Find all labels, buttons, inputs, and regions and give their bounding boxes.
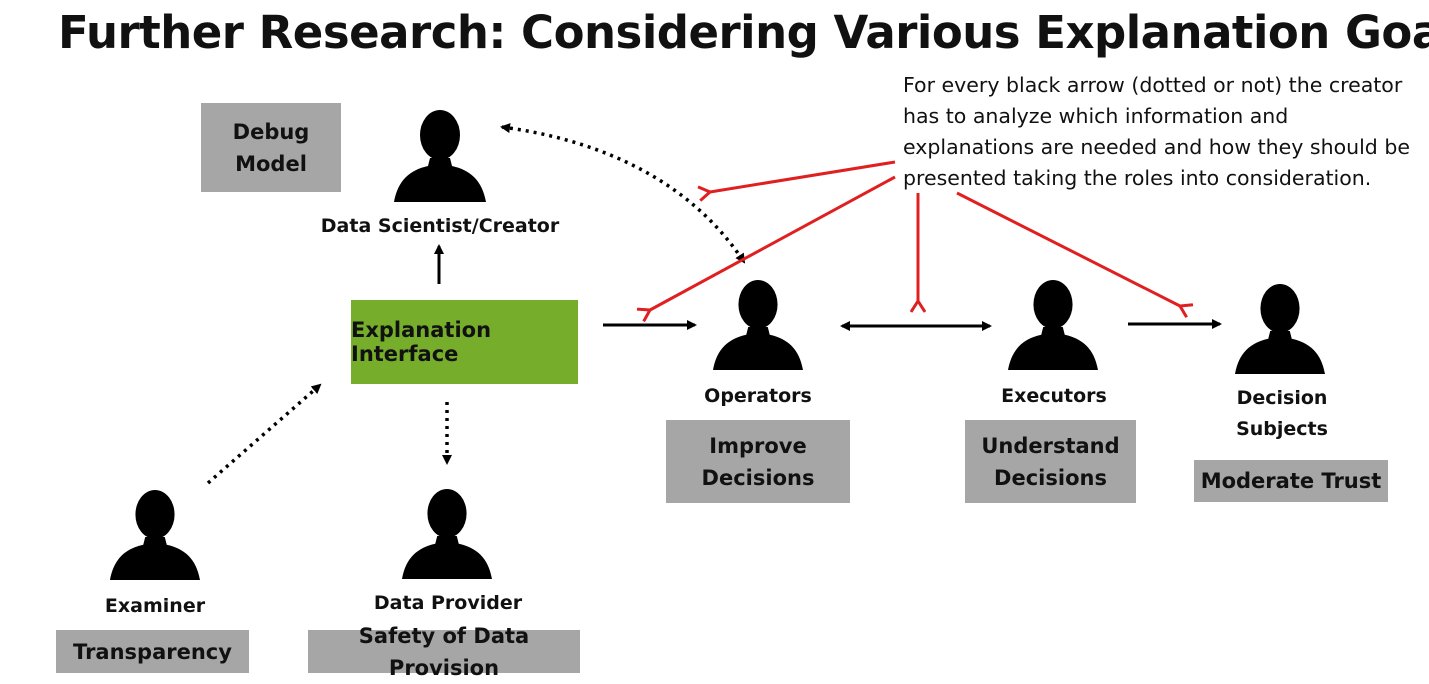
- dotted-arrow-scientist-operators: [500, 123, 746, 264]
- explanation-interface-box: Explanation Interface: [351, 300, 578, 384]
- person-silhouette-icon: [110, 490, 200, 580]
- annotation-note: For every black arrow (dotted or not) th…: [903, 73, 1410, 190]
- goal-understand-line2: Decisions: [994, 465, 1107, 490]
- role-operators-label: Operators: [704, 385, 812, 407]
- red-arrow-to-interface-operators: [650, 175, 896, 310]
- goal-improve-decisions: Improve Decisions: [666, 420, 850, 503]
- role-data-provider-label: Data Provider: [373, 592, 523, 614]
- goal-improve-line2: Decisions: [701, 465, 815, 490]
- goal-understand-line1: Understand: [981, 433, 1120, 458]
- goal-understand-decisions: Understand Decisions: [965, 420, 1136, 503]
- goal-debug-model: Debug Model: [201, 103, 341, 192]
- goal-debug-line1: Debug: [232, 119, 310, 144]
- person-silhouette-icon: [1008, 280, 1098, 370]
- goal-safety-data-provision: Safety of Data Provision: [308, 624, 580, 680]
- dotted-arrow-examiner-to-interface: [206, 383, 322, 485]
- role-executors-label: Executors: [1001, 385, 1107, 407]
- goal-moderate-trust: Moderate Trust: [1194, 460, 1388, 502]
- red-arrow-to-dotted: [710, 160, 896, 192]
- role-data-scientist-label: Data Scientist/Creator: [320, 215, 560, 237]
- role-examiner-label: Examiner: [104, 595, 206, 617]
- role-decision-subjects-line1: Decision: [1236, 387, 1328, 409]
- page-title: Further Research: Considering Various Ex…: [58, 6, 1429, 59]
- goal-debug-line2: Model: [235, 151, 307, 176]
- goal-improve-line1: Improve: [709, 433, 807, 458]
- role-decision-subjects-label: Decision Subjects: [1202, 383, 1362, 445]
- red-arrow-to-executors-subjects: [956, 191, 1180, 306]
- person-silhouette-icon: [402, 489, 492, 579]
- goal-transparency: Transparency: [56, 630, 249, 673]
- person-silhouette-icon: [394, 110, 486, 202]
- person-silhouette-icon: [1235, 284, 1325, 374]
- person-silhouette-icon: [713, 280, 803, 370]
- role-decision-subjects-line2: Subjects: [1236, 418, 1328, 440]
